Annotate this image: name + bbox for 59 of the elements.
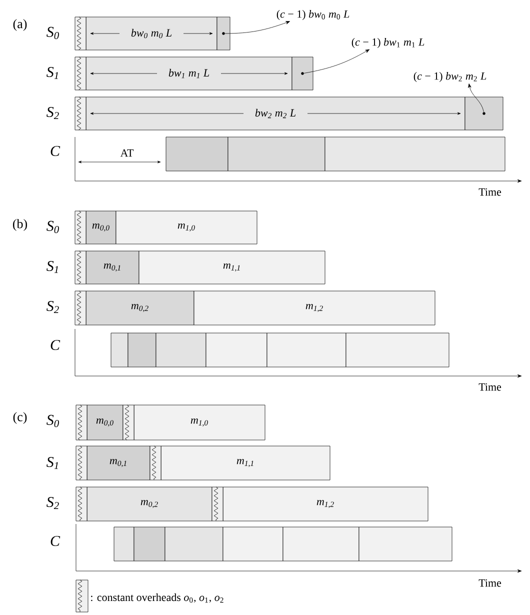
legend-text: : constant overheads o$_{0}$, o$_{1}$, o$_{2}$ [91,593,224,603]
row-label: S$_{1}$ [46,456,58,470]
leader-line [468,84,484,112]
bar-segment [166,136,228,172]
bar-segment [464,96,504,130]
row-label: C [50,536,60,546]
bar-segment: m$_{0,0}$ [86,210,116,244]
bar-segment: m$_{1,2}$ [194,290,436,326]
row-label: C [50,146,60,156]
bar-segment [222,526,284,562]
panel-label: (a) [13,19,27,31]
row-label: S$_{1}$ [46,260,58,274]
bar-segment [282,526,360,562]
bar-segment [346,332,450,368]
bar-segment [164,526,224,562]
annotation: (c − 1) bw$_{1}$ m$_{1}$ L [352,38,424,48]
bar-segment [156,332,206,368]
bar-segment: m$_{0,1}$ [86,446,150,480]
bar-segment: m$_{1,1}$ [160,446,330,480]
panel-label: (c) [13,412,27,424]
bar-segment [114,526,134,562]
row-label: S$_{2}$ [46,106,59,120]
leader-line [224,21,290,34]
bar-segment [134,526,166,562]
bar-segment: m$_{1,2}$ [222,486,428,522]
bar-segment [228,136,326,172]
dimension-label: AT [120,149,134,157]
row-label: S$_{1}$ [46,66,58,80]
bar-segment: bw$_{2}$ m$_{2}$ L [86,96,466,130]
row-label: S$_{0}$ [46,414,59,428]
row-label: C [50,340,60,350]
row-label: S$_{2}$ [46,300,59,314]
row-label: S$_{0}$ [46,26,59,40]
bar-segment [324,136,506,172]
annotation: (c − 1) bw$_{0}$ m$_{0}$ L [276,10,350,20]
bar-segment: m$_{1,0}$ [116,210,258,244]
axis-label: Time [478,579,502,587]
bar-segment: m$_{0,2}$ [86,486,212,522]
bar-segment [292,56,314,90]
bar-segment [128,332,156,368]
leader-line [304,49,370,74]
bar-segment [358,526,452,562]
bar-segment: m$_{0,0}$ [86,404,124,440]
bar-segment: bw$_{1}$ m$_{1}$ L [86,56,292,90]
bar-segment [216,16,230,50]
bar-segment [110,332,128,368]
panel-label: (b) [12,219,28,231]
row-label: S$_{0}$ [46,220,59,234]
bar-segment: bw$_{0}$ m$_{0}$ L [86,16,218,50]
bar-segment: m$_{0,1}$ [86,250,140,284]
bar-segment: m$_{1,1}$ [138,250,326,284]
bar-segment [266,332,346,368]
bar-segment: m$_{0,2}$ [86,290,194,326]
axis-label: Time [478,383,502,391]
axis-label: Time [478,188,502,196]
row-label: S$_{2}$ [46,496,59,510]
bar-segment [206,332,268,368]
annotation: (c − 1) bw$_{2}$ m$_{2}$ L [414,72,486,82]
bar-segment: m$_{1,0}$ [134,404,266,440]
